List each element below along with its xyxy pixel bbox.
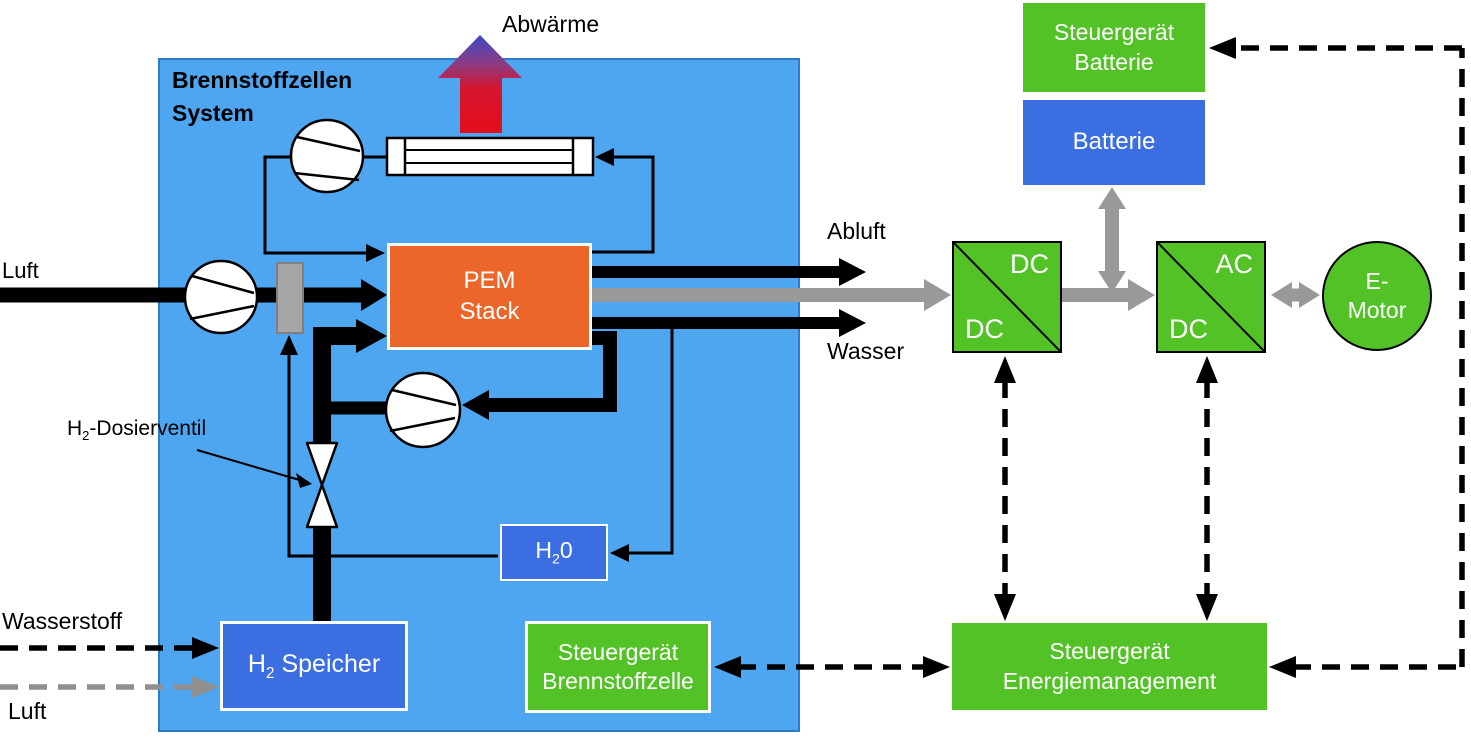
dcdc-diagonal xyxy=(954,243,1060,351)
pem-stack-label-line1: PEM xyxy=(463,266,516,294)
recirculation-blower-icon xyxy=(384,371,462,449)
air-bottom-label: Luft xyxy=(8,698,47,724)
coolant-pump-icon xyxy=(289,118,365,194)
fuel-cell-controller-line1: Steuergerät xyxy=(557,638,679,665)
system-title: Brennstoffzellen System xyxy=(172,64,352,130)
waste-heat-arrow xyxy=(438,35,522,133)
dcdc-top-label: DC xyxy=(1010,249,1049,279)
humidifier-icon xyxy=(276,262,304,334)
coolant-into-radiator-arrowhead xyxy=(595,148,614,166)
dcdc-bottom-label: DC xyxy=(965,314,1004,344)
system-title-line1: Brennstoffzellen xyxy=(172,67,353,93)
water-out-line xyxy=(592,309,866,337)
radiator-icon xyxy=(385,136,595,177)
acdc-top-label: AC xyxy=(1215,249,1253,279)
coolant-loop-lines xyxy=(263,155,655,255)
energy-management-line2: Energiemanagement xyxy=(1002,667,1217,694)
battery-box: Batterie xyxy=(1023,100,1205,185)
tank-to-humidifier-line xyxy=(287,343,498,558)
air-compressor-icon xyxy=(183,259,259,335)
power-bus-lines xyxy=(592,187,1320,311)
energy-management-controller-box: Steuergerät Energiemanagement xyxy=(952,623,1267,710)
dcdc-converter-box: DC DC xyxy=(952,241,1062,353)
dosing-valve-icon xyxy=(305,441,339,529)
exhaust-air-line xyxy=(592,258,866,286)
hydrogen-label: Wasserstoff xyxy=(2,608,123,634)
air-inlet-label: Luft xyxy=(2,258,39,283)
anode-recirculation-line xyxy=(330,331,617,420)
h2o-tank-box: H20 xyxy=(500,524,608,581)
water-label: Wasser xyxy=(827,338,905,364)
e-motor-circle: E- Motor xyxy=(1322,241,1432,351)
fuel-cell-controller-box: Steuergerät Brennstoffzelle xyxy=(525,621,711,713)
water-to-tank-line xyxy=(617,325,674,555)
signal-arrowheads xyxy=(192,37,1296,678)
air-dashed-line xyxy=(0,676,219,698)
e-motor-line1: E- xyxy=(1365,267,1389,294)
battery-controller-box: Steuergerät Batterie xyxy=(1023,3,1205,92)
humidifier-inlet-arrowhead xyxy=(280,335,298,355)
dosing-valve-label: H2-Dosierventil xyxy=(67,417,207,444)
e-motor-line2: Motor xyxy=(1347,297,1407,323)
hydrogen-feed-line xyxy=(313,319,387,628)
water-tank-inlet-arrowhead xyxy=(610,544,629,562)
pem-stack-box: PEM Stack xyxy=(387,243,592,350)
h2o-label: H20 xyxy=(535,537,573,568)
valve-label-pointer xyxy=(196,449,312,488)
battery-label: Batterie xyxy=(1072,128,1156,156)
exhaust-air-label: Abluft xyxy=(827,218,886,244)
acdc-bottom-label: DC xyxy=(1169,314,1208,344)
acdc-diagonal xyxy=(1158,243,1264,351)
fuel-cell-controller-line2: Brennstoffzelle xyxy=(542,668,694,694)
energy-management-line1: Steuergerät xyxy=(1049,638,1170,665)
battery-controller-line1: Steuergerät xyxy=(1053,19,1175,46)
coolant-into-pem-arrowhead xyxy=(366,244,385,262)
system-title-line2: System xyxy=(172,100,254,126)
pem-stack-label-line2: Stack xyxy=(459,297,520,325)
h2-storage-label: H2 Speicher xyxy=(247,650,381,683)
waste-heat-label: Abwärme xyxy=(502,11,600,37)
signal-lines xyxy=(0,45,1465,670)
h2-storage-box: H2 Speicher xyxy=(220,621,408,711)
acdc-converter-box: AC DC xyxy=(1156,241,1266,353)
battery-controller-line2: Batterie xyxy=(1074,48,1154,75)
